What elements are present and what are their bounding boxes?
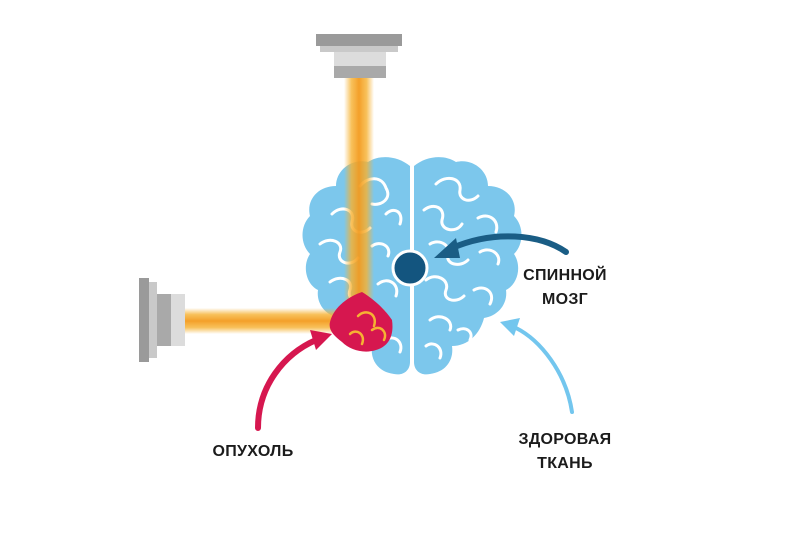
healthy-tissue-label: ЗДОРОВАЯ ТКАНЬ [490, 428, 640, 476]
top-emitter-icon [316, 34, 402, 78]
spinal-cord [391, 249, 429, 287]
tumor-label-line-1: ОПУХОЛЬ [212, 443, 294, 460]
tumor-arrow [255, 330, 332, 431]
spinal-cord-label: СПИННОЙ МОЗГ [505, 264, 625, 312]
left-emitter-icon [139, 278, 185, 362]
healthy-tissue-arrow [500, 318, 574, 414]
tumor [329, 292, 393, 352]
tumor-label: ОПУХОЛЬ [188, 440, 318, 464]
healthy-tissue-label-line-1: ЗДОРОВАЯ [518, 431, 612, 448]
spinal-cord-label-line-2: МОЗГ [541, 291, 589, 308]
spinal-cord-label-line-1: СПИННОЙ [523, 267, 607, 284]
spinal-cord-arrow [434, 233, 569, 258]
healthy-tissue-label-line-2: ТКАНЬ [537, 455, 593, 472]
vertical-beam [344, 78, 374, 320]
